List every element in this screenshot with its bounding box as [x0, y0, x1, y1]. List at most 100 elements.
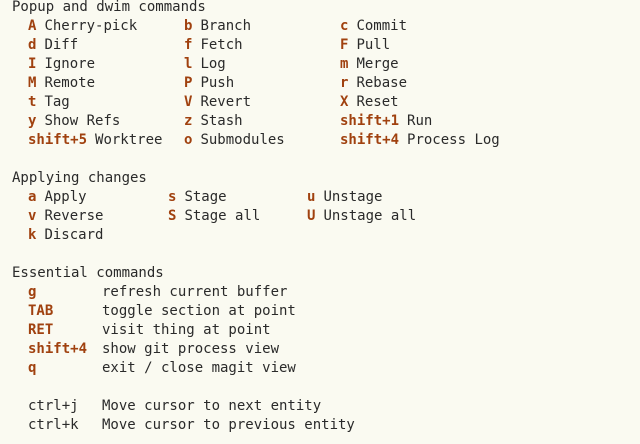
command-move-cursor-to-next-entity: ctrl+j Move cursor to next entity — [28, 397, 321, 416]
command-key: shift+4 — [340, 132, 400, 148]
command-key: F — [340, 37, 349, 53]
command-label: Cherry-pick — [44, 18, 138, 34]
command-key: d — [28, 37, 37, 53]
command-cherry-pick: A Cherry-pick — [28, 17, 137, 36]
command-key: U — [307, 208, 316, 224]
essential-commands-heading: Essential commands — [12, 265, 164, 281]
command-discard: k Discard — [28, 226, 103, 245]
command-label: Pull — [356, 37, 391, 53]
command-key: z — [184, 113, 193, 129]
command-process-log: shift+4 Process Log — [340, 131, 500, 150]
popup-commands-heading: Popup and dwim commands — [12, 0, 206, 15]
command-worktree: shift+5 Worktree — [28, 131, 162, 150]
command-push: P Push — [184, 74, 234, 93]
command-visit-thing-at-point: RET visit thing at point — [28, 321, 271, 340]
command-key: S — [168, 208, 177, 224]
applying-changes-heading: Applying changes — [12, 170, 147, 186]
command-remote: M Remote — [28, 74, 95, 93]
command-tag: t Tag — [28, 93, 70, 112]
command-toggle-section-at-point: TAB toggle section at point — [28, 302, 296, 321]
command-move-cursor-to-previous-entity: ctrl+k Move cursor to previous entity — [28, 416, 355, 435]
command-key: ctrl+k — [28, 417, 79, 433]
command-label: Unstage — [323, 189, 383, 205]
command-rebase: r Rebase — [340, 74, 407, 93]
command-label: Rebase — [356, 75, 408, 91]
command-key: TAB — [28, 303, 54, 319]
command-label: Process Log — [407, 132, 500, 148]
command-key: f — [184, 37, 193, 53]
command-log: l Log — [184, 55, 226, 74]
command-label: Worktree — [95, 132, 163, 148]
command-run: shift+1 Run — [340, 112, 432, 131]
command-label: Reset — [356, 94, 399, 110]
command-label: Apply — [44, 189, 87, 205]
command-label: Ignore — [44, 56, 96, 72]
command-key: o — [184, 132, 193, 148]
command-label: Move cursor to previous entity — [102, 417, 355, 433]
command-key: y — [28, 113, 37, 129]
command-stash: z Stash — [184, 112, 243, 131]
command-key: u — [307, 189, 316, 205]
command-unstage-all: U Unstage all — [307, 207, 416, 226]
command-label: Stage — [184, 189, 227, 205]
command-key: g — [28, 284, 37, 300]
command-merge: m Merge — [340, 55, 399, 74]
command-label: Branch — [200, 18, 252, 34]
command-key: t — [28, 94, 37, 110]
command-label: Commit — [356, 18, 408, 34]
command-label: visit thing at point — [102, 322, 271, 338]
command-branch: b Branch — [184, 17, 251, 36]
command-key: b — [184, 18, 193, 34]
command-key: q — [28, 360, 37, 376]
command-label: Push — [200, 75, 235, 91]
command-key: shift+1 — [340, 113, 400, 129]
command-key: s — [168, 189, 177, 205]
command-pull: F Pull — [340, 36, 390, 55]
command-key: v — [28, 208, 37, 224]
command-stage-all: S Stage all — [168, 207, 260, 226]
command-key: M — [28, 75, 37, 91]
command-key: A — [28, 18, 37, 34]
command-key: V — [184, 94, 193, 110]
command-label: Unstage all — [323, 208, 417, 224]
command-label: Discard — [44, 227, 104, 243]
command-key: P — [184, 75, 193, 91]
command-key: a — [28, 189, 37, 205]
command-label: Log — [200, 56, 226, 72]
command-show-refs: y Show Refs — [28, 112, 120, 131]
command-label: Stash — [200, 113, 243, 129]
command-ignore: I Ignore — [28, 55, 95, 74]
command-revert: V Revert — [184, 93, 251, 112]
command-label: Run — [407, 113, 433, 129]
command-label: toggle section at point — [102, 303, 296, 319]
command-key: l — [184, 56, 193, 72]
command-label: refresh current buffer — [102, 284, 288, 300]
command-key: m — [340, 56, 349, 72]
command-key: c — [340, 18, 349, 34]
command-key: k — [28, 227, 37, 243]
command-refresh-current-buffer: g refresh current buffer — [28, 283, 287, 302]
command-label: Revert — [200, 94, 252, 110]
command-label: Remote — [44, 75, 96, 91]
command-unstage: u Unstage — [307, 188, 382, 207]
command-label: Merge — [356, 56, 399, 72]
command-key: RET — [28, 322, 54, 338]
command-key: r — [340, 75, 349, 91]
command-label: Show Refs — [44, 113, 121, 129]
command-label: Tag — [44, 94, 70, 110]
command-key: shift+5 — [28, 132, 88, 148]
command-label: Stage all — [184, 208, 261, 224]
command-key: ctrl+j — [28, 398, 79, 414]
command-label: Move cursor to next entity — [102, 398, 322, 414]
command-diff: d Diff — [28, 36, 78, 55]
command-key: I — [28, 56, 37, 72]
command-stage: s Stage — [168, 188, 227, 207]
command-apply: a Apply — [28, 188, 87, 207]
command-label: Diff — [44, 37, 79, 53]
